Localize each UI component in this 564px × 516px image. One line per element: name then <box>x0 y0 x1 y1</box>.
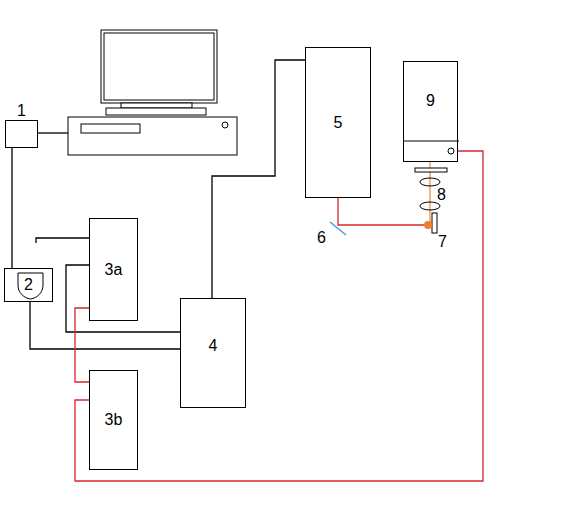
connector <box>11 148 12 268</box>
connector <box>212 60 305 298</box>
camera-mount-line <box>404 141 459 142</box>
device-box: 3a <box>89 218 138 321</box>
cable <box>36 238 89 243</box>
callout-number: 8 <box>437 187 446 203</box>
laser-box: 5 <box>305 47 371 198</box>
callout-number: 1 <box>6 102 37 120</box>
computer <box>68 30 237 155</box>
detector-box: 2 <box>4 268 53 302</box>
focus-spot <box>424 221 432 229</box>
box-label: 9 <box>426 92 435 110</box>
lens <box>420 202 440 210</box>
lens <box>420 178 440 186</box>
connector <box>75 151 483 481</box>
camera-box: 9 <box>403 61 458 162</box>
laser-beam <box>338 198 428 225</box>
detector-shape <box>18 273 43 299</box>
box-label: 2 <box>24 276 33 294</box>
box-label: 3b <box>105 411 123 429</box>
callout-number: 6 <box>317 230 326 246</box>
callout-number: 7 <box>438 234 447 250</box>
computer-tower <box>68 117 237 155</box>
control-unit-box: 4 <box>180 298 246 408</box>
mirror <box>330 222 346 235</box>
device-box: 3b <box>89 370 138 470</box>
box-label: 3a <box>105 261 123 279</box>
monitor-neck <box>121 103 192 108</box>
monitor-base <box>106 108 206 115</box>
monitor-screen <box>104 33 214 100</box>
camera-detail <box>404 62 459 163</box>
sample <box>432 213 437 233</box>
camera-port <box>448 148 454 154</box>
power-button <box>222 122 228 128</box>
box-label: 5 <box>334 114 343 132</box>
drive-slot <box>81 124 140 133</box>
connector <box>75 308 89 382</box>
cable <box>38 132 68 133</box>
monitor <box>101 30 217 103</box>
controller-box: 1 <box>5 120 38 148</box>
objective-plate <box>415 168 447 172</box>
box-label: 4 <box>209 337 218 355</box>
